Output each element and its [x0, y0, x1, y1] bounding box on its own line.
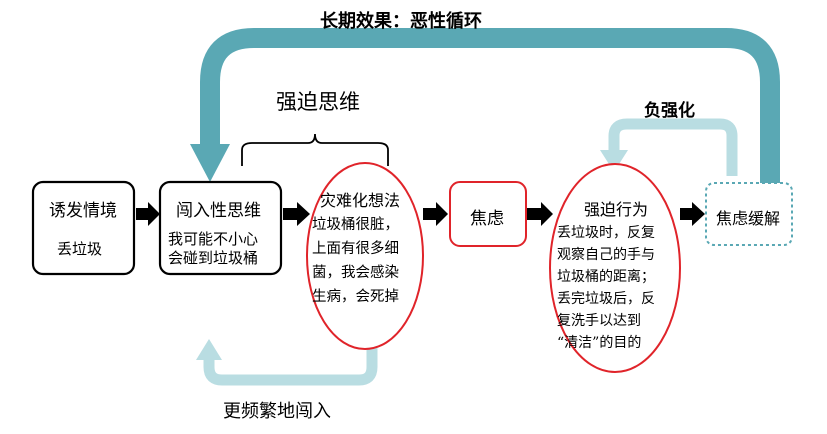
arrow-trigger-to-intrusive [136, 202, 160, 226]
relief-box [705, 182, 793, 246]
frequent-intrusion-arrow [203, 340, 378, 386]
compulsive-body-line-3: 垃圾桶的距离； [557, 269, 655, 285]
compulsive-body-line-6: “清洁”的目的 [557, 335, 642, 351]
frequent-intrusion-arrowhead [196, 339, 222, 360]
intrusive-thought-box [158, 180, 283, 276]
negative-reinforcement-arrow [608, 118, 738, 176]
intrusive-body-line-1: 我可能不小心 [168, 230, 259, 248]
trigger-title: 诱发情境 [49, 201, 117, 221]
catastrophic-title: 灾难化想法 [320, 191, 401, 210]
arrow-catastrophic-to-anxiety [423, 202, 448, 226]
catastrophic-body-line-3: 菌，我会感染 [312, 265, 399, 281]
negative-reinforcement-arrowhead [600, 150, 628, 172]
compulsive-body-line-2: 观察自己的手与 [557, 247, 655, 263]
anxiety-title: 焦虑 [470, 209, 504, 229]
catastrophic-body-line-2: 上面有很多细 [312, 241, 399, 257]
compulsive-thinking-label: 强迫思维 [276, 90, 360, 114]
arrow-anxiety-to-compulsive [527, 202, 553, 226]
long-term-arrowhead [190, 144, 230, 182]
negative-reinforcement-label: 负强化 [644, 101, 695, 121]
catastrophic-body-line-1: 垃圾桶很脏， [312, 217, 399, 233]
compulsive-body-line-4: 丢完垃圾后，反 [557, 291, 655, 307]
frequent-intrusion-label: 更频繁地闯入 [223, 401, 331, 422]
long-term-effect-label: 长期效果：恶性循环 [320, 11, 482, 32]
compulsive-behavior-ellipse [549, 163, 681, 373]
long-term-loop-arrow [200, 28, 780, 193]
flow-arrows [136, 202, 705, 226]
arrow-compulsive-to-relief [680, 202, 705, 226]
compulsive-thinking-brace [241, 133, 389, 166]
trigger-body: 丢垃圾 [57, 240, 103, 258]
intrusive-body-line-2: 会碰到垃圾桶 [168, 249, 259, 267]
arrow-intrusive-to-catastrophic [283, 202, 310, 226]
catastrophic-body-line-4: 生病，会死掉 [312, 289, 399, 305]
compulsive-body-line-5: 复洗手以达到 [557, 313, 641, 329]
relief-title: 焦虑缓解 [716, 209, 781, 228]
catastrophic-ellipse [306, 162, 424, 350]
anxiety-box [449, 181, 527, 247]
compulsive-body-line-1: 丢垃圾时，反复 [557, 225, 655, 241]
compulsive-title: 强迫行为 [584, 200, 649, 219]
intrusive-title: 闯入性思维 [176, 201, 261, 221]
trigger-box [31, 180, 136, 276]
